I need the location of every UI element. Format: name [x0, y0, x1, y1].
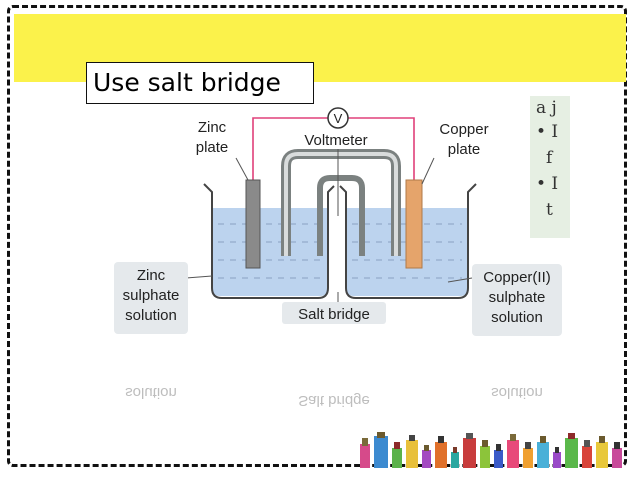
wire-left [252, 117, 328, 182]
salt-bridge-inner [284, 152, 398, 256]
liquid-dashes [218, 223, 462, 279]
voltmeter-symbol: V [334, 111, 343, 126]
left-beaker [203, 183, 335, 299]
reflection-right-text: solution [491, 384, 543, 401]
bottle-icons [360, 432, 622, 468]
slide-title: Use salt bridge [86, 62, 314, 104]
zinc-plate-label-2: plate [196, 139, 229, 156]
copper-solution-label-2: sulphate [489, 289, 546, 306]
copper-plate-label-2: plate [448, 141, 481, 158]
diagram-reflection: solution Salt bridge solution [108, 358, 568, 418]
salt-bridge-inner-arm [317, 175, 365, 256]
electrochemical-cell-diagram: V Voltmeter Zinc plate Copper plate Zinc… [108, 96, 568, 354]
reflection-middle-text: Salt bridge [298, 392, 370, 409]
zinc-solution-label-2: sulphate [123, 287, 180, 304]
zinc-solution-label-3: solution [125, 307, 177, 324]
side-text-line-3: f [546, 148, 553, 168]
copper-plate [405, 179, 423, 269]
copper-solution-leader [447, 277, 473, 283]
copper-solution-label-bg [472, 264, 562, 336]
zinc-plate-label-1: Zinc [198, 119, 227, 136]
side-text-line-4: • I [536, 174, 559, 194]
copper-plate-label-1: Copper [439, 121, 488, 138]
voltmeter-label: Voltmeter [304, 132, 367, 149]
bottles-decoration [358, 430, 632, 470]
zinc-plate [245, 179, 261, 269]
voltmeter-icon [327, 107, 349, 129]
right-beaker [339, 183, 477, 299]
wire-right [348, 117, 415, 186]
side-text-line-1: a j [536, 98, 557, 118]
zinc-solution-liquid [212, 208, 328, 296]
zinc-solution-label-1: Zinc [137, 267, 166, 284]
cell-diagram-svg: V Voltmeter Zinc plate Copper plate Zinc… [114, 107, 562, 336]
zinc-solution-leader [185, 275, 213, 279]
reflection-left-text: solution [125, 384, 177, 401]
zinc-solution-label-bg [114, 262, 188, 334]
copper-solution-label-1: Copper(II) [483, 269, 551, 286]
salt-bridge-label-bg [282, 302, 386, 324]
voltmeter-label-bg [288, 131, 384, 149]
bottles-decoration-svg [360, 432, 622, 468]
reflection-svg: solution Salt bridge solution [125, 384, 543, 409]
salt-bridge-label: Salt bridge [298, 306, 370, 323]
cropped-side-text-panel: a j • I f • I t [530, 96, 570, 238]
copper-plate-leader [421, 157, 435, 185]
copper-solution-label-3: solution [491, 309, 543, 326]
zinc-plate-leader [235, 157, 249, 181]
side-text-line-5: t [546, 200, 553, 220]
side-text-line-2: • I [536, 122, 559, 142]
